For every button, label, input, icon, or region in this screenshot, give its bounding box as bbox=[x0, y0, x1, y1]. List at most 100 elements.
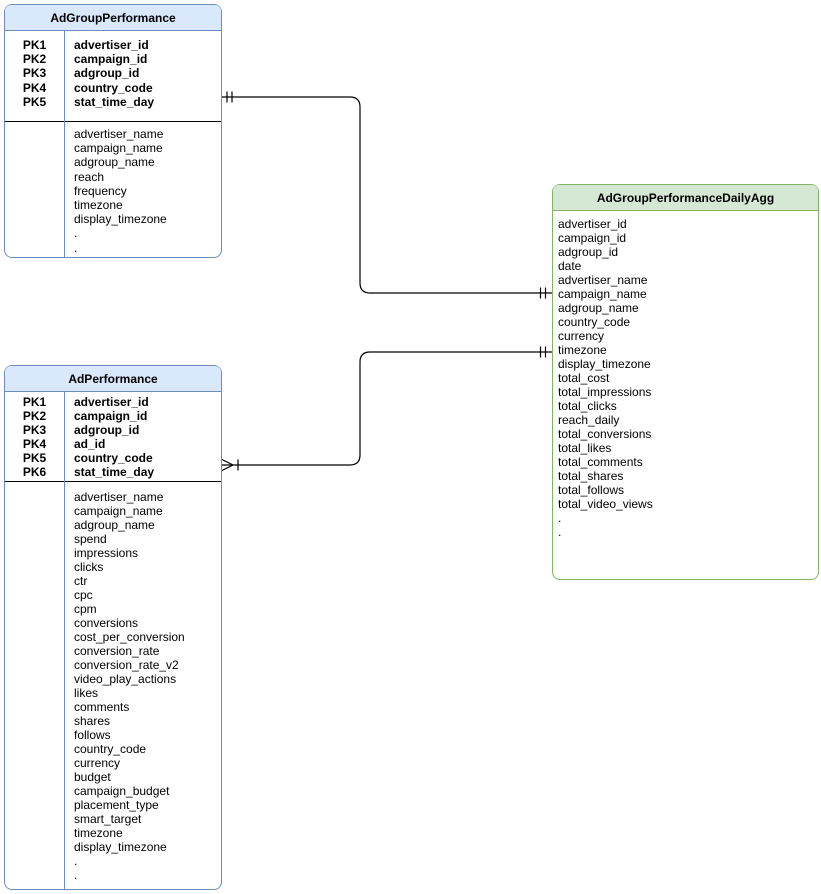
field-name: smart_target bbox=[74, 812, 142, 826]
field-name: total_follows bbox=[558, 483, 625, 497]
field-name: total_cost bbox=[558, 371, 610, 385]
field-row: cpm bbox=[5, 602, 221, 616]
field-row: currency bbox=[553, 329, 818, 343]
field-row: timezone bbox=[5, 198, 221, 212]
field-name: . bbox=[558, 525, 562, 539]
pk-column-divider bbox=[64, 392, 65, 889]
field-row: total_impressions bbox=[553, 385, 818, 399]
field-name: adgroup_id bbox=[74, 423, 140, 437]
field-row: currency bbox=[5, 756, 221, 770]
field-row: placement_type bbox=[5, 798, 221, 812]
relationship-line bbox=[222, 351, 552, 466]
field-row: timezone bbox=[5, 826, 221, 840]
field-name: adgroup_name bbox=[558, 301, 639, 315]
field-row: display_timezone bbox=[553, 357, 818, 371]
field-name: cost_per_conversion bbox=[74, 630, 185, 644]
field-name: total_likes bbox=[558, 441, 612, 455]
entity-title: AdGroupPerformance bbox=[5, 5, 221, 31]
field-name: advertiser_name bbox=[74, 127, 164, 142]
field-row: adgroup_name bbox=[5, 518, 221, 532]
pk-label: PK2 bbox=[22, 409, 47, 423]
field-name: currency bbox=[74, 756, 121, 770]
field-row: video_play_actions bbox=[5, 672, 221, 686]
field-name: advertiser_id bbox=[74, 395, 149, 409]
field-row: adgroup_id bbox=[553, 245, 818, 259]
field-row: reach bbox=[5, 170, 221, 184]
pk-label: PK2 bbox=[22, 52, 47, 67]
field-row: . bbox=[553, 525, 818, 539]
field-row: ctr bbox=[5, 574, 221, 588]
field-name: adgroup_id bbox=[74, 66, 140, 81]
field-row: advertiser_name bbox=[5, 127, 221, 141]
field-name: conversion_rate bbox=[74, 644, 160, 658]
field-name: timezone bbox=[74, 198, 123, 213]
field-name: . bbox=[74, 854, 78, 868]
field-name: frequency bbox=[74, 183, 127, 198]
field-name: cpc bbox=[74, 588, 93, 602]
field-row: total_cost bbox=[553, 371, 818, 385]
field-row: comments bbox=[5, 700, 221, 714]
field-name: timezone bbox=[74, 826, 123, 840]
pk-label: PK4 bbox=[22, 80, 47, 95]
field-name: ad_id bbox=[74, 437, 106, 451]
pk-column-divider bbox=[64, 31, 65, 257]
field-name: spend bbox=[74, 532, 107, 546]
field-row: total_video_views bbox=[553, 497, 818, 511]
field-row: smart_target bbox=[5, 812, 221, 826]
field-row: impressions bbox=[5, 546, 221, 560]
entity-adgroupperformancedailyagg[interactable]: AdGroupPerformanceDailyAgg advertiser_id… bbox=[552, 184, 819, 580]
field-row: total_likes bbox=[553, 441, 818, 455]
field-row: campaign_name bbox=[5, 504, 221, 518]
field-name: total_impressions bbox=[558, 385, 652, 399]
field-row: country_code bbox=[553, 315, 818, 329]
field-row: total_comments bbox=[553, 455, 818, 469]
field-row: total_conversions bbox=[553, 427, 818, 441]
field-row: conversion_rate_v2 bbox=[5, 658, 221, 672]
relationship-adgroupperformance-to-dailyagg[interactable] bbox=[222, 91, 552, 299]
field-row: advertiser_id bbox=[553, 217, 818, 231]
field-name: date bbox=[558, 259, 582, 273]
field-name: clicks bbox=[74, 560, 104, 574]
field-name: country_code bbox=[558, 315, 631, 329]
field-name: campaign_budget bbox=[74, 784, 170, 798]
pk-label: PK1 bbox=[22, 395, 47, 409]
field-name: . bbox=[74, 868, 78, 882]
field-name: display_timezone bbox=[74, 212, 167, 227]
field-row: frequency bbox=[5, 184, 221, 198]
field-name: total_video_views bbox=[558, 497, 653, 511]
field-name: campaign_id bbox=[558, 231, 627, 245]
field-name: stat_time_day bbox=[74, 94, 155, 109]
field-row: total_clicks bbox=[553, 399, 818, 413]
field-name: country_code bbox=[74, 742, 147, 756]
field-name: campaign_name bbox=[74, 504, 163, 518]
field-name: . bbox=[74, 240, 78, 255]
field-row: campaign_id bbox=[553, 231, 818, 245]
field-row: display_timezone bbox=[5, 212, 221, 226]
field-row: cpc bbox=[5, 588, 221, 602]
field-name: budget bbox=[74, 770, 111, 784]
field-name: campaign_name bbox=[74, 141, 163, 156]
field-name: shares bbox=[74, 714, 111, 728]
field-name: video_play_actions bbox=[74, 672, 177, 686]
field-name: comments bbox=[74, 700, 130, 714]
field-name: display_timezone bbox=[558, 357, 651, 371]
field-row: . bbox=[5, 868, 221, 882]
field-row: . bbox=[5, 241, 221, 255]
field-name: reach_daily bbox=[558, 413, 620, 427]
field-name: impressions bbox=[74, 546, 139, 560]
field-row: shares bbox=[5, 714, 221, 728]
field-row: advertiser_name bbox=[5, 490, 221, 504]
field-row: spend bbox=[5, 532, 221, 546]
relationship-adperformance-to-dailyagg[interactable] bbox=[221, 346, 552, 472]
field-row: . bbox=[5, 226, 221, 240]
